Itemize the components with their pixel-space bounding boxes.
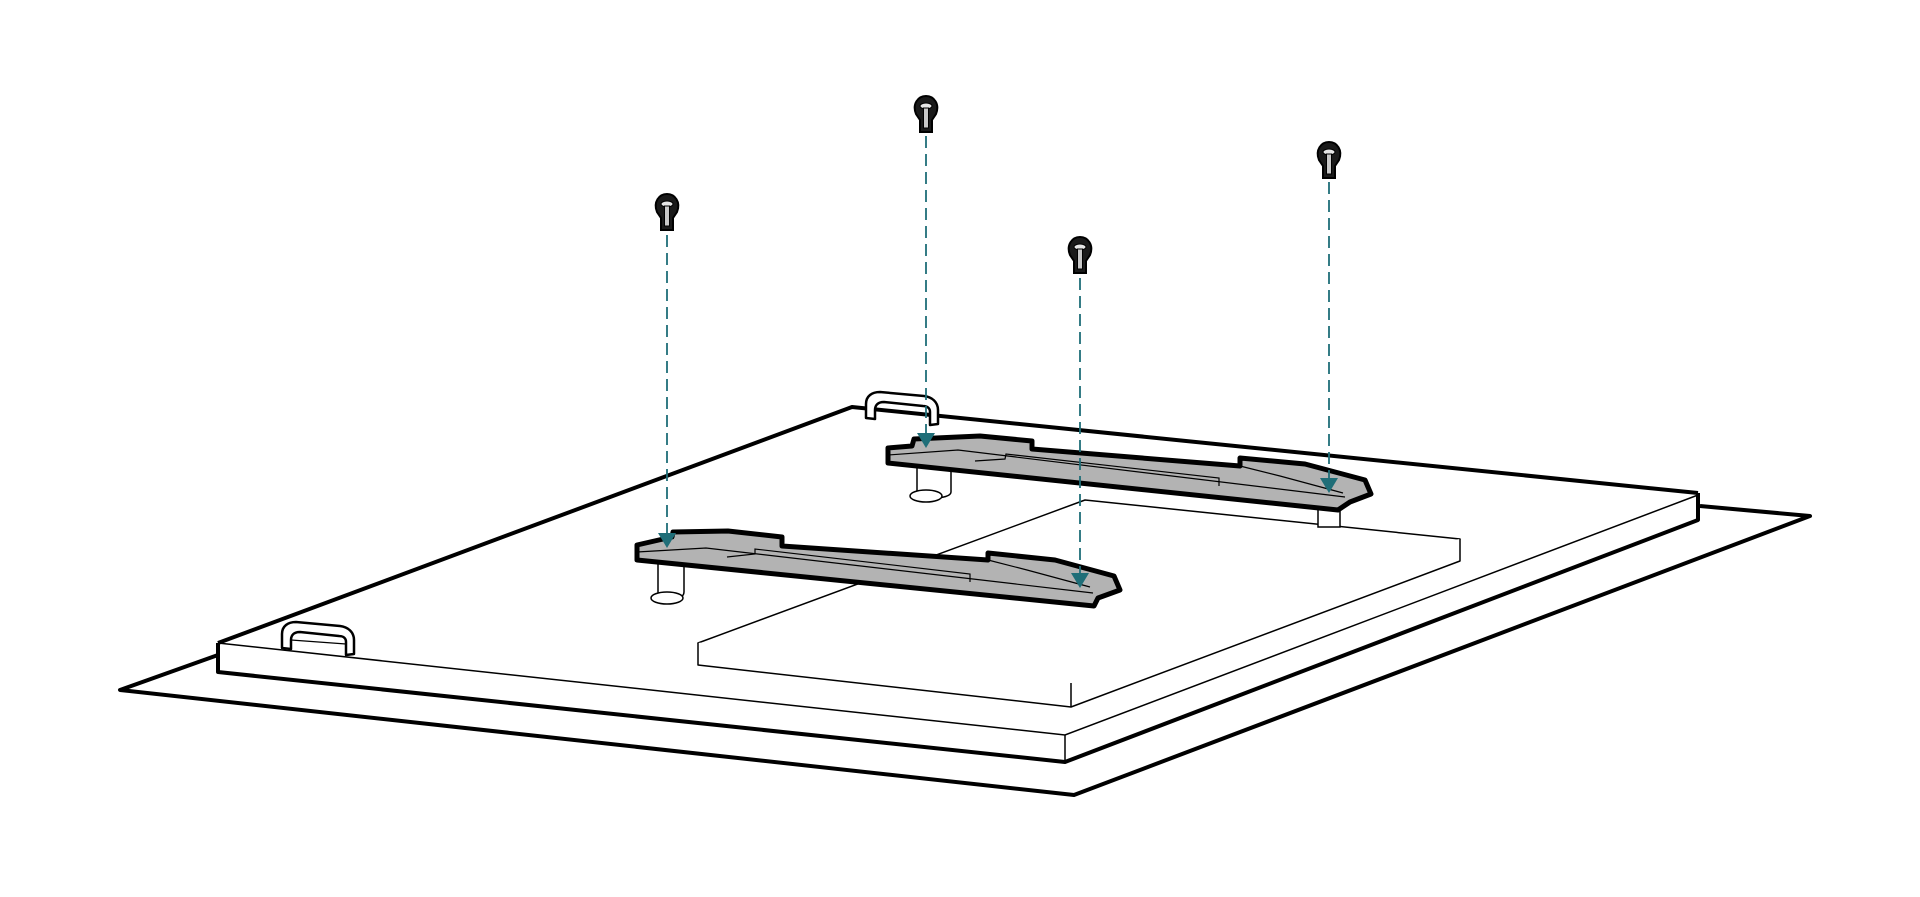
guide-arrow-2	[917, 136, 935, 448]
guide-arrow-1	[658, 235, 676, 548]
screw-4	[1316, 141, 1342, 179]
screw-3	[1067, 236, 1093, 274]
guide-arrow-3	[1071, 278, 1089, 588]
guide-arrow-4	[1320, 182, 1338, 493]
screw-2	[913, 95, 939, 133]
base-plate	[118, 504, 1812, 797]
front-mounting-rail	[634, 528, 1123, 609]
screw-1	[654, 193, 680, 231]
back-mounting-rail	[885, 433, 1374, 528]
